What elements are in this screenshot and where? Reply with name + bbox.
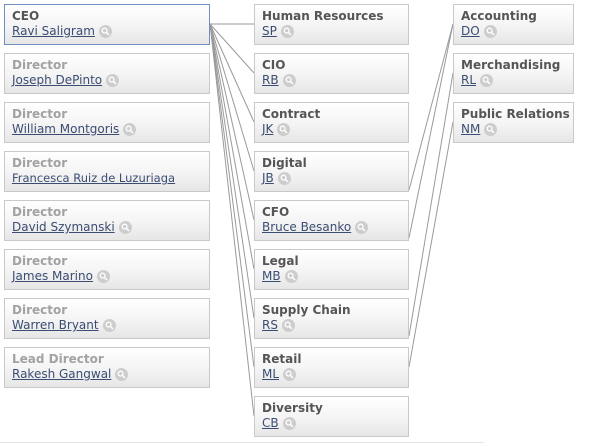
magnifier-icon[interactable] [106, 74, 120, 87]
org-node-director[interactable]: Director Francesca Ruiz de Luzuriaga [4, 151, 210, 192]
node-name-link[interactable]: MB [262, 269, 281, 283]
node-title: Legal [262, 254, 299, 268]
magnifier-icon[interactable] [123, 123, 137, 136]
org-node-department[interactable]: Legal MB [254, 249, 409, 290]
org-node-ceo[interactable]: CEO Ravi Saligram [4, 4, 210, 45]
node-title: Director [12, 58, 68, 72]
magnifier-icon[interactable] [102, 319, 116, 332]
org-node-sub-department[interactable]: Merchandising RL [453, 53, 574, 94]
magnifier-icon[interactable] [483, 25, 497, 38]
node-name-link[interactable]: Joseph DePinto [12, 73, 103, 87]
org-node-department[interactable]: Diversity CB [254, 396, 409, 437]
node-title: Accounting [461, 9, 537, 23]
node-title: Diversity [262, 401, 323, 415]
magnifier-icon[interactable] [355, 221, 369, 234]
node-name-link[interactable]: RL [461, 73, 477, 87]
org-node-lead-director[interactable]: Lead Director Rakesh Gangwal [4, 347, 210, 388]
node-title: Director [12, 303, 68, 317]
node-title: Merchandising [461, 58, 561, 72]
magnifier-icon[interactable] [480, 74, 494, 87]
magnifier-icon[interactable] [277, 172, 291, 185]
node-name-link[interactable]: CB [262, 416, 279, 430]
node-title: Supply Chain [262, 303, 351, 317]
node-title: Director [12, 254, 68, 268]
node-title: Director [12, 205, 68, 219]
magnifier-icon[interactable] [283, 368, 297, 381]
node-name-link[interactable]: Ravi Saligram [12, 24, 95, 38]
magnifier-icon[interactable] [280, 25, 294, 38]
magnifier-icon[interactable] [115, 368, 129, 381]
org-node-department[interactable]: Supply Chain RS [254, 298, 409, 339]
org-node-department[interactable]: Human Resources SP [254, 4, 409, 45]
magnifier-icon[interactable] [281, 319, 295, 332]
org-node-director[interactable]: Director William Montgoris [4, 102, 210, 143]
org-node-department[interactable]: Contract JK [254, 102, 409, 143]
node-name-link[interactable]: SP [262, 24, 277, 38]
org-node-director[interactable]: Director David Szymanski [4, 200, 210, 241]
node-name-link[interactable]: William Montgoris [12, 122, 120, 136]
node-title: CIO [262, 58, 286, 72]
org-node-director[interactable]: Director Joseph DePinto [4, 53, 210, 94]
node-title: Director [12, 156, 68, 170]
node-title: Digital [262, 156, 307, 170]
node-title: Director [12, 107, 68, 121]
magnifier-icon[interactable] [118, 221, 132, 234]
magnifier-icon[interactable] [282, 417, 296, 430]
org-node-sub-department[interactable]: Accounting DO [453, 4, 574, 45]
node-name-link[interactable]: JB [262, 171, 274, 185]
node-name-link[interactable]: DO [461, 24, 480, 38]
node-name-link[interactable]: James Marino [12, 269, 93, 283]
org-node-director[interactable]: Director James Marino [4, 249, 210, 290]
node-name-link[interactable]: RS [262, 318, 278, 332]
org-node-department[interactable]: CIO RB [254, 53, 409, 94]
magnifier-icon[interactable] [98, 25, 112, 38]
node-name-link[interactable]: Rakesh Gangwal [12, 367, 112, 381]
node-title: CEO [12, 9, 40, 23]
node-name-link[interactable]: Bruce Besanko [262, 220, 352, 234]
node-title: Retail [262, 352, 302, 366]
node-name-link[interactable]: Francesca Ruiz de Luzuriaga [12, 171, 176, 185]
node-title: Public Relations [461, 107, 570, 121]
node-name-link[interactable]: Warren Bryant [12, 318, 99, 332]
node-title: CFO [262, 205, 290, 219]
magnifier-icon[interactable] [277, 123, 291, 136]
node-name-link[interactable]: RB [262, 73, 279, 87]
node-name-link[interactable]: ML [262, 367, 280, 381]
magnifier-icon[interactable] [284, 270, 298, 283]
magnifier-icon[interactable] [484, 123, 498, 136]
node-title: Human Resources [262, 9, 384, 23]
org-node-department[interactable]: Digital JB [254, 151, 409, 192]
node-title: Lead Director [12, 352, 104, 366]
node-name-link[interactable]: NM [461, 122, 481, 136]
org-node-department[interactable]: CFO Bruce Besanko [254, 200, 409, 241]
node-name-link[interactable]: David Szymanski [12, 220, 115, 234]
org-node-department[interactable]: Retail ML [254, 347, 409, 388]
node-title: Contract [262, 107, 321, 121]
node-name-link[interactable]: JK [262, 122, 274, 136]
org-node-sub-department[interactable]: Public Relations NM [453, 102, 574, 143]
magnifier-icon[interactable] [282, 74, 296, 87]
org-node-director[interactable]: Director Warren Bryant [4, 298, 210, 339]
magnifier-icon[interactable] [96, 270, 110, 283]
bottom-divider [0, 442, 484, 443]
